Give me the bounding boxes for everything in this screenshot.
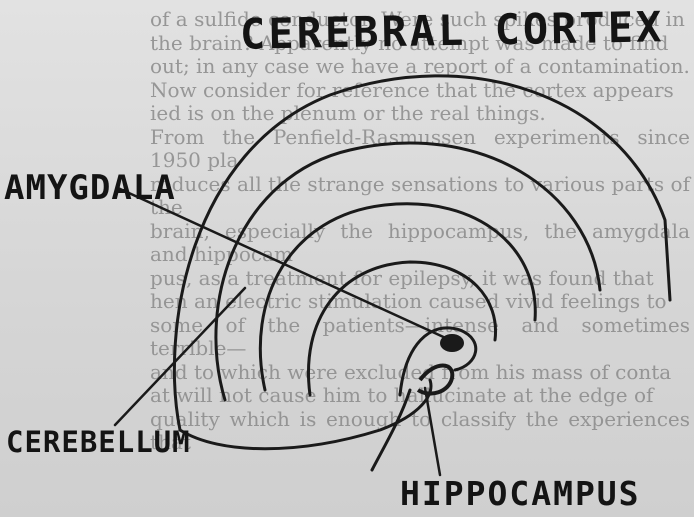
cerebellum-outline [180, 380, 431, 449]
cerebellum-label: CEREBELLUM [6, 425, 191, 459]
hippocampus-pointer-line [425, 388, 440, 475]
brain-spiral-inner [260, 204, 535, 390]
amygdala-label: AMYGDALA [4, 168, 176, 208]
brain-core-curl [400, 328, 476, 395]
hippocampus-structure [418, 366, 452, 394]
hippocampus-label: HIPPOCAMPUS [400, 474, 641, 513]
cerebral-cortex-label: CEREBRAL CORTEX [240, 2, 665, 58]
